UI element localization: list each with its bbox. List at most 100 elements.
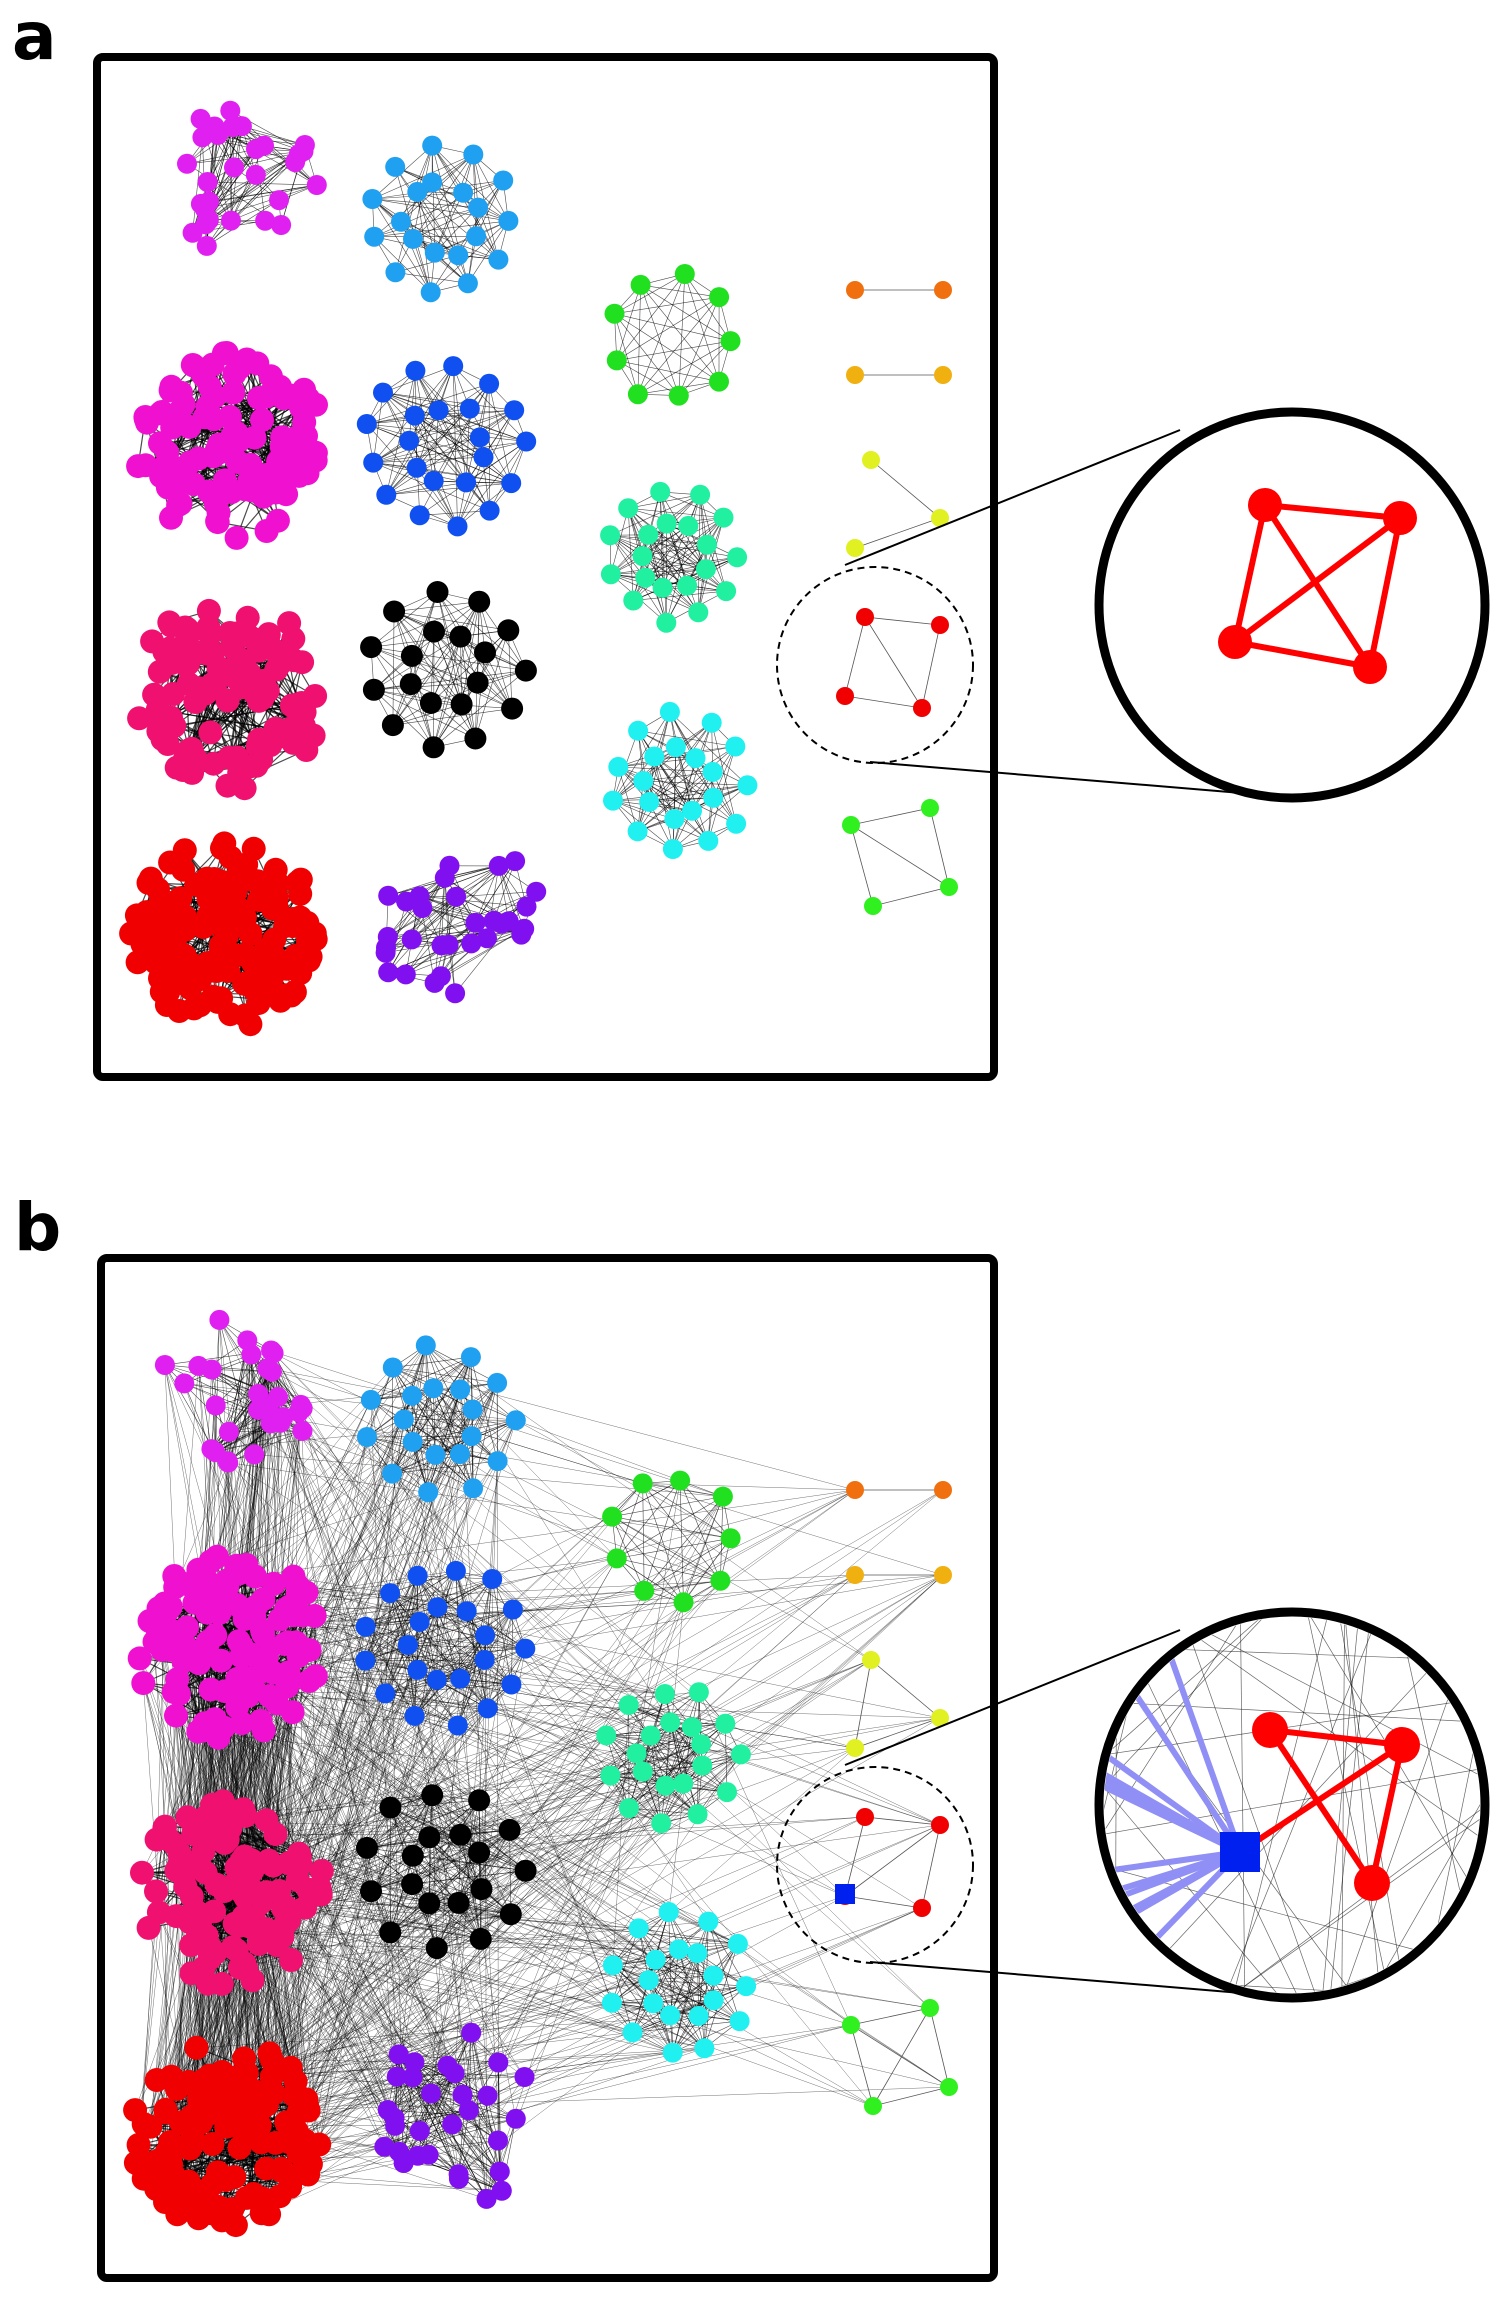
inter-edge [227,1747,856,2103]
intra-edge [612,711,671,801]
intra-edge [365,1626,386,1694]
node-green [630,274,651,295]
node-sea-green [678,515,699,536]
intra-edge [458,2110,470,2175]
intra-edge [370,1356,471,1401]
intra-edge [672,2000,714,2053]
intra-edge [385,1678,461,1694]
inter-edge [180,1489,944,2123]
inter-edge [228,1382,498,2114]
intra-edge [458,1834,461,1903]
node-magenta-light [196,235,217,256]
intra-edge [628,508,707,570]
intra-edge [433,670,527,748]
inter-edge [485,1635,941,1826]
intra-edge [642,1483,684,1603]
inter-edge [458,1754,742,2175]
node-yellow [931,509,949,527]
node-orange [846,281,864,299]
intra-edge [473,154,509,222]
intra-edge [648,534,707,570]
inter-edge [287,1574,944,1687]
intra-edge [844,695,923,709]
highlight-edge [1234,639,1371,670]
node-cyan [662,839,683,859]
intra-edge [614,313,720,382]
node-magenta-light [195,214,216,235]
intra-edge [373,689,476,739]
intra-edge [387,2062,499,2111]
node-black [450,693,473,716]
node-magenta-light [271,215,292,235]
node-sea-green [677,575,698,596]
intra-edge [643,771,713,782]
intra-edge [385,1635,486,1694]
node-black [468,590,491,613]
node-cyan [702,761,723,782]
node-crimson [149,708,174,733]
intra-edge [660,1727,693,1824]
intra-edge [648,746,736,803]
node-red [167,999,192,1023]
intra-edge [612,797,714,801]
intra-edge [498,865,525,929]
intra-edge [392,636,461,726]
intra-edge [370,1890,511,1915]
intra-edge [669,1949,680,2016]
intra-edge [616,1538,731,1559]
node-crimson [198,720,223,745]
node-cyan [703,787,724,808]
node-sea-green [690,484,711,505]
intra-edge [614,313,680,396]
intra-edge [611,1928,639,2003]
intra-edge [699,494,707,570]
intra-edge [412,1855,526,1872]
intra-edge [679,1480,684,1603]
intra-edge [487,1609,514,1709]
node-magenta [126,454,151,479]
intra-edge [672,1921,709,2053]
node-black [383,600,406,623]
intra-edge [394,166,459,256]
inter-edge [262,1404,302,2108]
intra-edge [459,1420,516,1455]
intra-edge [628,1807,698,1815]
intra-edge [666,523,699,613]
node-cyan [603,790,623,811]
node-crimson [164,755,189,780]
node-sea-green [656,612,677,633]
intra-edge [431,145,436,253]
intra-edge [400,221,459,256]
node-cyan [682,800,702,821]
intra-edge [366,1834,461,1849]
node-crimson [277,611,302,636]
intra-edge [431,182,499,260]
intra-edge [611,1480,681,1517]
intra-edge [403,1345,427,1420]
node-red [210,836,234,861]
node-red [231,942,256,967]
intra-edge [372,392,384,463]
node-red [264,870,289,895]
intra-edge [850,807,931,826]
intra-edge [390,1829,510,1933]
node-blue [516,431,537,452]
intra-edge [434,192,464,253]
intra-edge [484,1578,493,1660]
intra-edge [387,865,499,938]
intra-edge [475,630,509,739]
inter-edge [298,1853,487,2200]
intra-edge [612,1965,633,2033]
intra-edge [412,2032,472,2078]
intra-edge [684,273,731,342]
inter-edge [257,1393,274,1584]
node-magenta [271,386,296,411]
intra-edge [370,591,438,648]
node-sea-green [600,564,621,585]
inter-edge [664,1693,941,1826]
intra-edge [460,636,513,709]
node-magenta [227,428,252,453]
intra-edge [412,154,474,240]
intra-edge [711,722,714,798]
intra-edge [433,631,478,683]
